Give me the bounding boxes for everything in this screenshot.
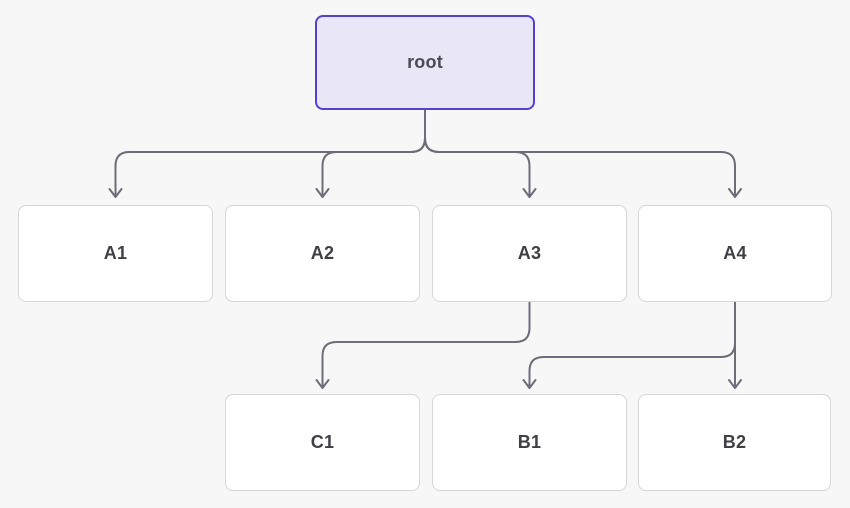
node-b2[interactable]: B2: [638, 394, 831, 491]
edge-a4-b2: [728, 301, 742, 389]
node-c1[interactable]: C1: [225, 394, 420, 491]
node-root-label: root: [407, 52, 443, 72]
node-b1[interactable]: B1: [432, 394, 627, 491]
edge-a3-c1: [315, 301, 531, 389]
edge-root-a2: [315, 109, 426, 198]
node-a4-label: A4: [723, 243, 747, 263]
node-c1-label: C1: [310, 432, 335, 452]
node-a3-label: A3: [517, 243, 542, 263]
edge-root-a1: [108, 109, 426, 198]
edge-root-a4: [424, 109, 742, 198]
node-a1-label: A1: [103, 243, 128, 263]
node-a1[interactable]: A1: [18, 205, 213, 302]
node-b1-label: B1: [517, 432, 542, 452]
node-root[interactable]: root: [315, 15, 535, 110]
edge-root-a3: [424, 109, 537, 198]
node-a4[interactable]: A4: [638, 205, 832, 302]
node-b2-label: B2: [722, 432, 747, 452]
node-a3[interactable]: A3: [432, 205, 627, 302]
edge-a4-b1: [522, 301, 736, 389]
node-a2[interactable]: A2: [225, 205, 420, 302]
node-a2-label: A2: [310, 243, 335, 263]
